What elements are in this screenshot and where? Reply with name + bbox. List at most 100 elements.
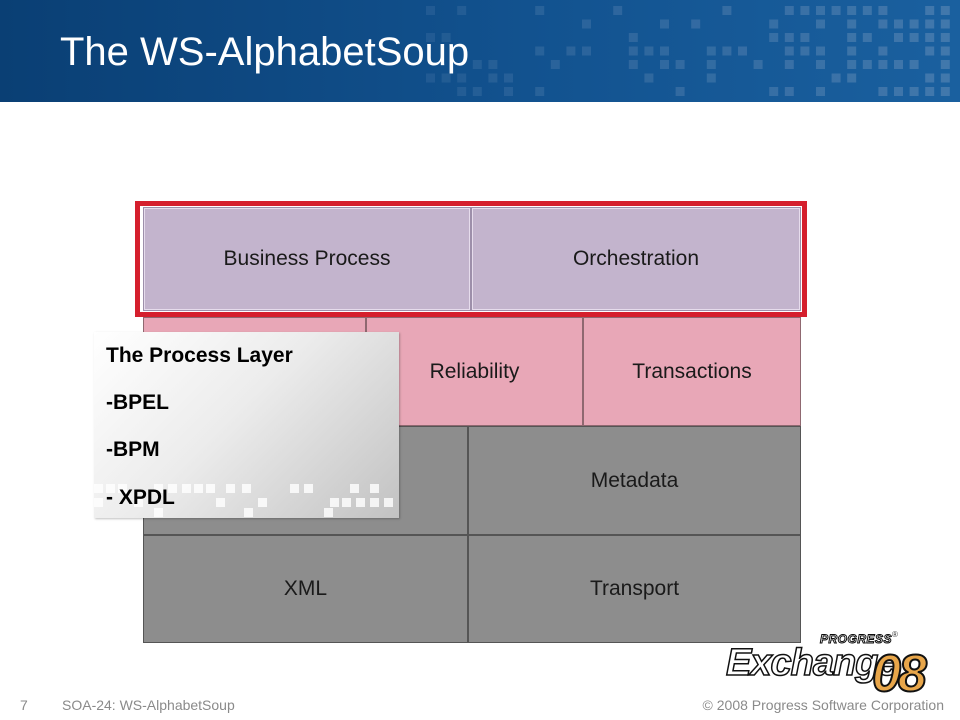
- decorative-square: [472, 60, 482, 69]
- decorative-square: [488, 73, 498, 83]
- decorative-square: [182, 484, 191, 493]
- decorative-square: [134, 498, 143, 507]
- decorative-square: [831, 73, 841, 83]
- decorative-square: [784, 46, 794, 56]
- process-layer-callout: The Process Layer -BPEL -BPM - XPDL: [94, 332, 399, 518]
- decorative-square: [925, 46, 935, 56]
- decorative-square: [206, 484, 215, 493]
- decorative-square: [847, 19, 857, 29]
- decorative-square: [660, 19, 669, 29]
- reliability-cell: Reliability: [366, 317, 583, 426]
- decorative-square: [675, 60, 685, 69]
- decorative-square: [862, 6, 872, 15]
- decorative-square: [784, 6, 794, 15]
- decorative-square: [816, 46, 825, 56]
- decorative-square: [722, 46, 732, 56]
- decorative-square: [769, 87, 779, 96]
- transport-cell: Transport: [468, 535, 801, 643]
- decorative-square: [940, 60, 950, 69]
- decorative-square: [722, 6, 732, 15]
- decorative-square: [862, 60, 872, 69]
- decorative-square: [613, 6, 623, 15]
- copyright-notice: © 2008 Progress Software Corporation: [702, 697, 944, 713]
- decorative-square: [940, 46, 950, 56]
- decorative-square: [940, 6, 950, 15]
- decorative-square: [244, 508, 253, 517]
- progress-exchange-logo: PROGRESS ® Exchange 08: [724, 630, 944, 704]
- decorative-square: [940, 33, 950, 42]
- decorative-square: [878, 46, 888, 56]
- orchestration-cell: Orchestration: [471, 207, 801, 311]
- decorative-square: [550, 60, 560, 69]
- decorative-square: [816, 19, 825, 29]
- decorative-square: [106, 484, 115, 493]
- callout-item-bpel: -BPEL: [106, 391, 169, 414]
- decorative-square: [862, 33, 872, 42]
- decorative-square: [925, 87, 935, 96]
- decorative-square: [504, 73, 513, 83]
- decorative-square: [878, 19, 888, 29]
- decorative-square: [330, 498, 339, 507]
- slide-number: 7: [20, 697, 28, 713]
- decorative-square: [769, 33, 779, 42]
- decorative-square: [706, 60, 716, 69]
- decorative-square: [488, 60, 498, 69]
- callout-item-xpdl: - XPDL: [106, 486, 175, 509]
- decorative-square: [878, 6, 888, 15]
- decorative-square: [784, 87, 794, 96]
- decorative-square: [582, 19, 591, 29]
- decorative-square: [426, 33, 435, 42]
- decorative-square: [660, 60, 669, 69]
- decorative-square: [304, 484, 313, 493]
- decorative-square: [706, 46, 716, 56]
- title-bar: The WS-AlphabetSoup: [0, 0, 960, 102]
- decorative-square: [660, 46, 669, 56]
- logo-registered-mark: ®: [892, 630, 898, 639]
- decorative-square: [894, 87, 903, 96]
- decorative-square: [925, 19, 935, 29]
- decorative-square: [909, 60, 919, 69]
- logo-year: 08: [871, 644, 928, 704]
- decorative-square: [242, 484, 251, 493]
- decorative-square: [644, 46, 654, 56]
- decorative-square: [290, 484, 299, 493]
- decorative-square: [441, 73, 451, 83]
- decorative-square: [535, 46, 545, 56]
- decorative-square: [535, 87, 545, 96]
- decorative-square: [894, 60, 903, 69]
- decorative-square: [370, 484, 379, 493]
- process-layer-highlight: [135, 201, 807, 317]
- decorative-square: [194, 484, 203, 493]
- slide-title: The WS-AlphabetSoup: [60, 30, 470, 74]
- decorative-square: [441, 33, 451, 42]
- decorative-square: [738, 46, 747, 56]
- decorative-square: [426, 73, 435, 83]
- decorative-square: [258, 498, 267, 507]
- decorative-square: [384, 498, 393, 507]
- decorative-square: [925, 73, 935, 83]
- decorative-square: [154, 484, 163, 493]
- decorative-square: [628, 46, 638, 56]
- decorative-square: [753, 60, 763, 69]
- decorative-square: [226, 484, 235, 493]
- decorative-square: [370, 498, 379, 507]
- decorative-square: [847, 6, 857, 15]
- decorative-square: [769, 19, 779, 29]
- decorative-square: [472, 87, 482, 96]
- decorative-square: [168, 484, 177, 493]
- decorative-square: [816, 60, 825, 69]
- decorative-square: [457, 73, 467, 83]
- callout-item-bpm: -BPM: [106, 438, 160, 461]
- decorative-square: [644, 73, 654, 83]
- decorative-square: [350, 484, 359, 493]
- decorative-square: [784, 33, 794, 42]
- decorative-square: [628, 60, 638, 69]
- business-process-cell: Business Process: [143, 207, 471, 311]
- decorative-square: [909, 33, 919, 42]
- decorative-square: [800, 46, 810, 56]
- decorative-square: [894, 19, 903, 29]
- decorative-square: [894, 33, 903, 42]
- header-decorative-squares: [426, 6, 950, 96]
- decorative-square: [504, 87, 513, 96]
- decorative-square: [847, 60, 857, 69]
